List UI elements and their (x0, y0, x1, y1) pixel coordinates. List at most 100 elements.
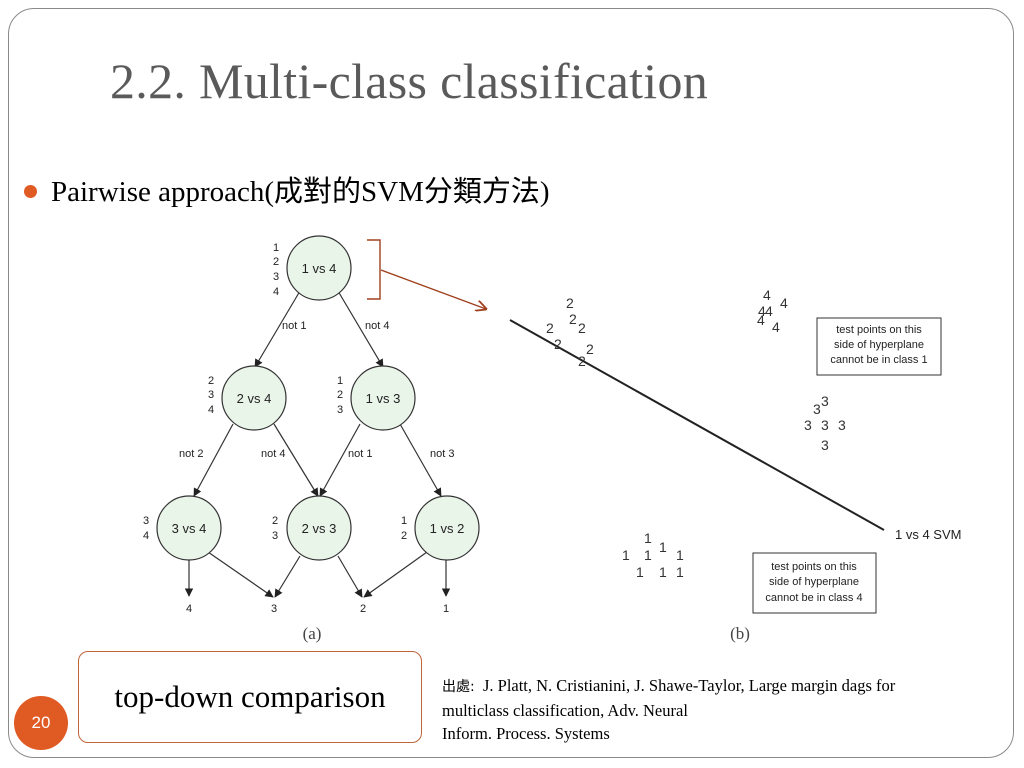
point-1: 1 (644, 530, 652, 546)
point-1: 1 (659, 539, 667, 555)
edge-label-not2: not 2 (179, 448, 203, 460)
source-line-2: multiclass classification, Adv. Neural (442, 701, 688, 720)
point-3: 3 (821, 437, 829, 453)
source-citation: 出處: J. Platt, N. Cristianini, J. Shawe-T… (442, 674, 1012, 745)
node-class: 2 (337, 389, 343, 401)
leaf-label: 3 (271, 603, 277, 615)
edge-n13-n12 (399, 423, 442, 497)
point-4: 4 (763, 287, 771, 303)
callout-text: top-down comparison (114, 679, 386, 714)
point-3: 3 (838, 417, 846, 433)
node-label: 1 vs 3 (366, 391, 401, 406)
point-1: 1 (659, 564, 667, 580)
leaf-label: 1 (443, 603, 449, 615)
node-class: 4 (208, 404, 214, 416)
node-class: 1 (401, 515, 407, 527)
edge-n12-leaf2 (363, 551, 428, 598)
dag-node-n24: 2 vs 4 2 3 4 (208, 365, 287, 431)
leaf-label: 4 (186, 603, 192, 615)
node-label: 2 vs 3 (302, 521, 337, 536)
point-2: 2 (578, 320, 586, 336)
point-1: 1 (622, 547, 630, 563)
point-1: 1 (676, 547, 684, 563)
svm-line-label: 1 vs 4 SVM (895, 527, 961, 542)
bullet-text: Pairwise approach(成對的SVM分類方法) (51, 176, 550, 208)
edge-label-not1-b: not 1 (348, 448, 372, 460)
leaf-label: 2 (360, 603, 366, 615)
node-class: 4 (273, 286, 279, 298)
point-3: 3 (804, 417, 812, 433)
caption-b: (b) (730, 624, 750, 643)
edge-n23-leaf3 (274, 555, 301, 598)
dag-node-n34: 3 vs 4 3 4 (143, 495, 222, 561)
edge-label-not4-b: not 4 (261, 448, 285, 460)
point-2: 2 (586, 341, 594, 357)
point-2: 2 (569, 311, 577, 327)
edge-n24-n34 (193, 423, 234, 497)
edge-label-not1: not 1 (282, 320, 306, 332)
dag-node-n12: 1 vs 2 1 2 (401, 495, 480, 561)
edge-n24-n23 (273, 423, 319, 497)
page-number: 20 (31, 713, 51, 732)
caption-a: (a) (303, 624, 322, 643)
point-1: 1 (636, 564, 644, 580)
node-class: 2 (272, 515, 278, 527)
point-1: 1 (676, 564, 684, 580)
edge-n34-leaf3 (207, 551, 274, 598)
slide-title: 2.2. Multi-class classification (110, 53, 709, 109)
node-label: 3 vs 4 (172, 521, 207, 536)
bullet-dot-icon (24, 184, 37, 198)
cluster-class-3: 3 3 3 3 3 3 (804, 393, 846, 453)
cluster-class-4: 4 4 4 4 4 4 (757, 287, 788, 335)
annotation-box-class1: test points on this side of hyperplane c… (816, 317, 942, 376)
node-class: 3 (273, 271, 279, 283)
box-line: test points on this (771, 561, 857, 573)
edge-label-not3: not 3 (430, 448, 454, 460)
box-line: side of hyperplane (769, 576, 859, 588)
point-4: 4 (757, 312, 765, 328)
node-class: 3 (143, 515, 149, 527)
bracket-icon (367, 239, 381, 300)
box-line: cannot be in class 4 (765, 592, 862, 604)
source-tag: 出處: (442, 679, 475, 695)
page-number-badge: 20 (14, 696, 68, 750)
point-3: 3 (813, 401, 821, 417)
point-2: 2 (546, 320, 554, 336)
node-class: 2 (273, 256, 279, 268)
point-4: 4 (780, 295, 788, 311)
node-label: 2 vs 4 (237, 391, 272, 406)
annotation-box-class4: test points on this side of hyperplane c… (752, 552, 877, 614)
point-4: 4 (765, 303, 773, 319)
slide-frame (8, 8, 1014, 758)
bullet-item: Pairwise approach(成對的SVM分類方法) (24, 168, 550, 210)
point-3: 3 (821, 393, 829, 409)
node-class: 2 (401, 530, 407, 542)
hyperplane-diagram: 1 vs 4 SVM 2 2 2 2 2 2 2 4 4 4 4 4 4 3 3… (509, 287, 961, 643)
point-4: 4 (772, 319, 780, 335)
dag-diagram: not 1 not 4 not 2 not 4 not 1 not 3 1 vs… (143, 235, 480, 643)
node-class: 3 (208, 389, 214, 401)
point-2: 2 (554, 336, 562, 352)
point-2: 2 (566, 295, 574, 311)
box-line: side of hyperplane (834, 339, 924, 351)
node-class: 2 (208, 375, 214, 387)
dag-node-n13: 1 vs 3 1 2 3 (337, 365, 416, 431)
point-3: 3 (821, 417, 829, 433)
node-class: 3 (272, 530, 278, 542)
edge-n13-n23 (319, 423, 361, 497)
svm-hyperplane-line (509, 319, 885, 531)
callout-box: top-down comparison (78, 651, 422, 743)
node-class: 3 (337, 404, 343, 416)
dag-node-root: 1 vs 4 1 2 3 4 (273, 235, 352, 301)
dag-node-n23: 2 vs 3 2 3 (272, 495, 352, 561)
box-line: cannot be in class 1 (830, 354, 927, 366)
node-class: 1 (337, 375, 343, 387)
edge-label-not4: not 4 (365, 320, 389, 332)
cluster-class-2: 2 2 2 2 2 2 2 (546, 295, 594, 369)
box-line: test points on this (836, 324, 922, 336)
node-label: 1 vs 2 (430, 521, 465, 536)
pointer-arrow-icon (380, 269, 486, 309)
node-label: 1 vs 4 (302, 261, 337, 276)
edge-n23-leaf2 (337, 555, 363, 598)
